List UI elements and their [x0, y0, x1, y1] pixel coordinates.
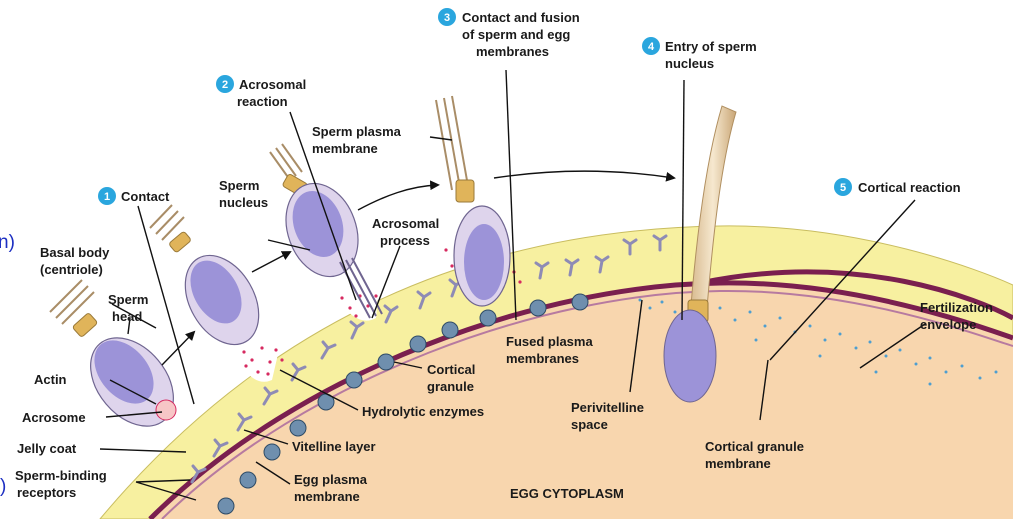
arrow-step-3: [358, 185, 438, 210]
label-fused-membranes-line-2: membranes: [506, 351, 579, 366]
step-4-title-line-2: nucleus: [665, 56, 714, 71]
label-basal-body-line-1: Basal body: [40, 245, 110, 260]
step-3-title-line-2: of sperm and egg: [462, 27, 570, 42]
edge-fragment-bottom: ): [0, 476, 6, 497]
step-3-title-line-1: Contact and fusion: [462, 10, 580, 25]
label-receptors-line-1: Sperm-binding: [15, 468, 107, 483]
basal-body: [168, 231, 191, 253]
label-cortical-granule-membrane-line-2: membrane: [705, 456, 771, 471]
step-5-title: Cortical reaction: [858, 180, 961, 195]
label-perivitelline-line-1: Perivitelline: [571, 400, 644, 415]
step-1-title: Contact: [121, 189, 170, 204]
step-number-4: 4: [648, 41, 655, 53]
step-2-title-line-1: Acrosomal: [239, 77, 306, 92]
label-cortical-granule-membrane-line-1: Cortical granule: [705, 439, 804, 454]
acrosome: [156, 400, 176, 420]
step-number-1: 1: [104, 191, 110, 203]
step-4-title-line-1: Entry of sperm: [665, 39, 757, 54]
label-acrosomal-process-line-2: process: [380, 233, 430, 248]
label-receptors-line-2: receptors: [17, 485, 76, 500]
label-fused-membranes-line-1: Fused plasma: [506, 334, 593, 349]
sperm-acrosomal-reaction: [150, 205, 274, 358]
label-egg-plasma-membrane-line-2: membrane: [294, 489, 360, 504]
label-perivitelline-line-2: space: [571, 417, 608, 432]
step-3-title-line-3: membranes: [476, 44, 549, 59]
sperm-nucleus: [664, 310, 716, 402]
label-egg-cytoplasm: EGG CYTOPLASM: [510, 486, 624, 501]
label-sperm-nucleus-line-1: Sperm: [219, 178, 259, 193]
label-acrosomal-process-line-1: Acrosomal: [372, 216, 439, 231]
basal-body: [72, 312, 98, 337]
sperm-tail: [270, 144, 302, 180]
edge-fragment-top: n): [0, 232, 15, 253]
sperm-nucleus: [464, 224, 504, 300]
step-number-3: 3: [444, 12, 450, 24]
label-basal-body-line-2: (centriole): [40, 262, 103, 277]
label-acrosome: Acrosome: [22, 410, 86, 425]
arrow-step-4: [494, 171, 674, 178]
label-egg-plasma-membrane-line-1: Egg plasma: [294, 472, 368, 487]
label-jelly-coat: Jelly coat: [17, 441, 77, 456]
step-2-title-line-2: reaction: [237, 94, 288, 109]
label-sperm-plasma-membrane-line-1: Sperm plasma: [312, 124, 402, 139]
label-sperm-head-line-2: head: [112, 309, 142, 324]
sperm-acrosomal-process: [270, 144, 382, 318]
step-titles: Contact Acrosomal reaction Contact and f…: [121, 10, 961, 204]
label-sperm-plasma-membrane-line-2: membrane: [312, 141, 378, 156]
sperm-tail: [436, 96, 468, 190]
label-cortical-granule-line-2: granule: [427, 379, 474, 394]
label-vitelline-layer: Vitelline layer: [292, 439, 376, 454]
label-sperm-head-line-1: Sperm: [108, 292, 148, 307]
label-actin: Actin: [34, 372, 67, 387]
label-hydrolytic-enzymes: Hydrolytic enzymes: [362, 404, 484, 419]
label-cortical-granule-line-1: Cortical: [427, 362, 475, 377]
step-number-2: 2: [222, 79, 228, 91]
label-fertilization-envelope-line-1: Fertilization: [920, 300, 993, 315]
label-sperm-nucleus-line-2: nucleus: [219, 195, 268, 210]
label-fertilization-envelope-line-2: envelope: [920, 317, 976, 332]
arrow-step-2: [252, 252, 290, 272]
step-number-5: 5: [840, 182, 846, 194]
basal-body: [456, 180, 474, 202]
